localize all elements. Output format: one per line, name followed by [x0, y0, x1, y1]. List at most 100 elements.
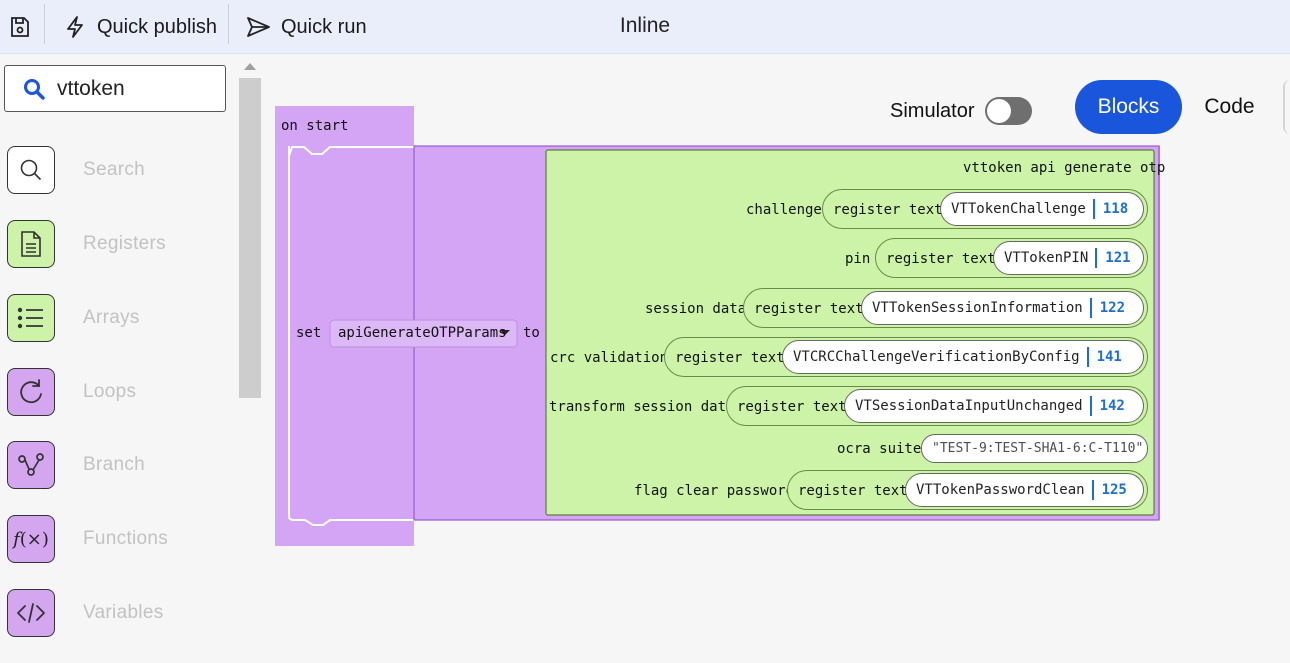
category-icon-box — [7, 589, 55, 637]
param-label: transform session data — [549, 399, 735, 415]
register-number: 141 — [1096, 349, 1122, 365]
string-value: "TEST-9:TEST-SHA1-6:C-T110" — [932, 441, 1144, 456]
register-text-label: register text — [798, 483, 908, 499]
register-text-label: register text — [833, 202, 943, 218]
panel-edge — [1283, 80, 1290, 134]
value-divider — [1095, 248, 1098, 268]
loop-icon — [20, 379, 42, 404]
variable-dropdown[interactable] — [329, 319, 518, 348]
category-loops[interactable]: Loops — [7, 368, 227, 418]
top-toolbar: Quick publish Quick run Inline — [0, 0, 1290, 54]
param-label: challenge — [746, 202, 822, 218]
register-value[interactable]: VTTokenPasswordClean 125 — [905, 473, 1144, 507]
toolbox-search — [4, 65, 226, 112]
quick-publish-button[interactable]: Quick publish — [64, 0, 217, 54]
register-number: 125 — [1101, 482, 1127, 498]
category-branch[interactable]: Branch — [7, 441, 227, 491]
category-icon-box — [7, 146, 55, 194]
register-text-label: register text — [675, 350, 785, 366]
param-label: session data — [645, 301, 747, 317]
value-divider — [1089, 298, 1092, 318]
category-registers[interactable]: Registers — [7, 220, 227, 270]
value-divider — [1089, 396, 1092, 416]
register-text-label: register text — [886, 251, 996, 267]
quick-run-button[interactable]: Quick run — [246, 0, 367, 54]
toggle-knob — [987, 99, 1011, 123]
value-divider — [1091, 480, 1094, 500]
category-icon-box — [7, 220, 55, 268]
register-text-label: register text — [754, 301, 864, 317]
lightning-icon — [67, 16, 83, 38]
register-value[interactable]: VTCRCChallengeVerificationByConfig 141 — [782, 340, 1144, 374]
category-arrays[interactable]: Arrays — [7, 294, 227, 344]
register-name: VTTokenSessionInformation — [872, 300, 1083, 316]
code-view-button[interactable]: Code — [1204, 95, 1255, 118]
register-number: 118 — [1102, 201, 1129, 217]
register-name: VTTokenPasswordClean — [916, 482, 1085, 498]
category-icon-box — [7, 441, 55, 489]
register-block[interactable]: register text VTTokenPasswordClean 125 — [787, 470, 1148, 510]
quick-publish-label: Quick publish — [97, 15, 218, 38]
value-divider — [1086, 347, 1089, 367]
search-input[interactable] — [57, 76, 207, 101]
category-label: Loops — [83, 381, 137, 402]
code-icon — [17, 603, 45, 623]
to-label: to — [523, 325, 540, 341]
register-value[interactable]: VTTokenPIN 121 — [993, 241, 1144, 275]
dropdown-arrow-icon — [500, 330, 510, 335]
register-block[interactable]: register text VTSessionDataInputUnchange… — [726, 386, 1148, 426]
param-label: flag clear password — [634, 483, 795, 499]
register-text-label: register text — [737, 399, 847, 415]
register-name: VTTokenPIN — [1004, 250, 1089, 266]
register-name: VTCRCChallengeVerificationByConfig — [793, 349, 1080, 365]
category-icon-box: f(×) — [7, 515, 55, 563]
statement-slot — [288, 146, 414, 526]
toolbar-divider — [44, 4, 45, 44]
category-label: Search — [83, 159, 146, 180]
list-icon — [17, 307, 43, 329]
register-number: 121 — [1105, 250, 1131, 266]
category-variables[interactable]: Variables — [7, 589, 227, 639]
document-icon — [21, 231, 41, 257]
category-functions[interactable]: f(×) Functions — [7, 515, 227, 565]
param-label: crc validation — [550, 350, 669, 366]
slot-top-notch — [288, 146, 414, 157]
register-number: 142 — [1099, 398, 1125, 414]
param-label: pin — [845, 251, 871, 267]
category-label: Registers — [83, 233, 166, 254]
blocks-view-button[interactable]: Blocks — [1075, 80, 1182, 134]
category-icon-box — [7, 368, 55, 416]
category-label: Arrays — [83, 307, 140, 328]
register-block[interactable]: register text VTCRCChallengeVerification… — [664, 337, 1148, 377]
search-icon — [24, 78, 45, 100]
save-button[interactable] — [8, 0, 32, 54]
category-label: Branch — [83, 454, 146, 475]
toolbar-divider — [228, 4, 229, 44]
on-start-label: on start — [281, 118, 349, 134]
register-block[interactable]: register text VTTokenPIN 121 — [875, 238, 1148, 278]
magnifier-icon — [20, 159, 42, 181]
value-divider — [1092, 199, 1095, 219]
quick-run-label: Quick run — [281, 15, 367, 38]
branch-icon — [18, 453, 44, 476]
api-title: vttoken api generate otp — [963, 160, 1166, 176]
category-label: Functions — [83, 528, 169, 549]
simulator-label: Simulator — [890, 100, 975, 122]
set-label: set — [296, 325, 322, 341]
function-icon: f(×) — [13, 528, 49, 550]
category-label: Variables — [83, 602, 164, 623]
category-search[interactable]: Search — [7, 146, 227, 196]
save-icon — [11, 17, 29, 37]
simulator-toggle[interactable] — [985, 97, 1032, 125]
ocra-suite-string[interactable]: "TEST-9:TEST-SHA1-6:C-T110" — [921, 434, 1148, 463]
param-label: ocra suite — [837, 441, 922, 457]
scroll-up-arrow[interactable] — [244, 63, 256, 70]
variable-name: apiGenerateOTPParams — [338, 325, 507, 341]
category-icon-box — [7, 294, 55, 342]
toolbox-scrollbar-thumb[interactable] — [239, 78, 261, 398]
